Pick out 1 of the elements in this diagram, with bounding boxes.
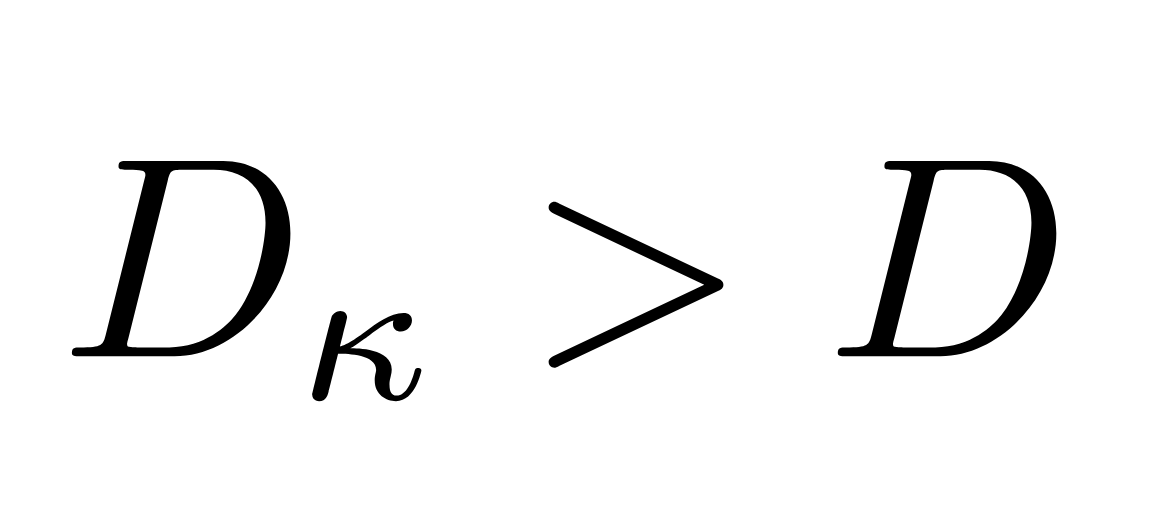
formula: $D_{\kappa} > D$ <box>71 160 1057 402</box>
